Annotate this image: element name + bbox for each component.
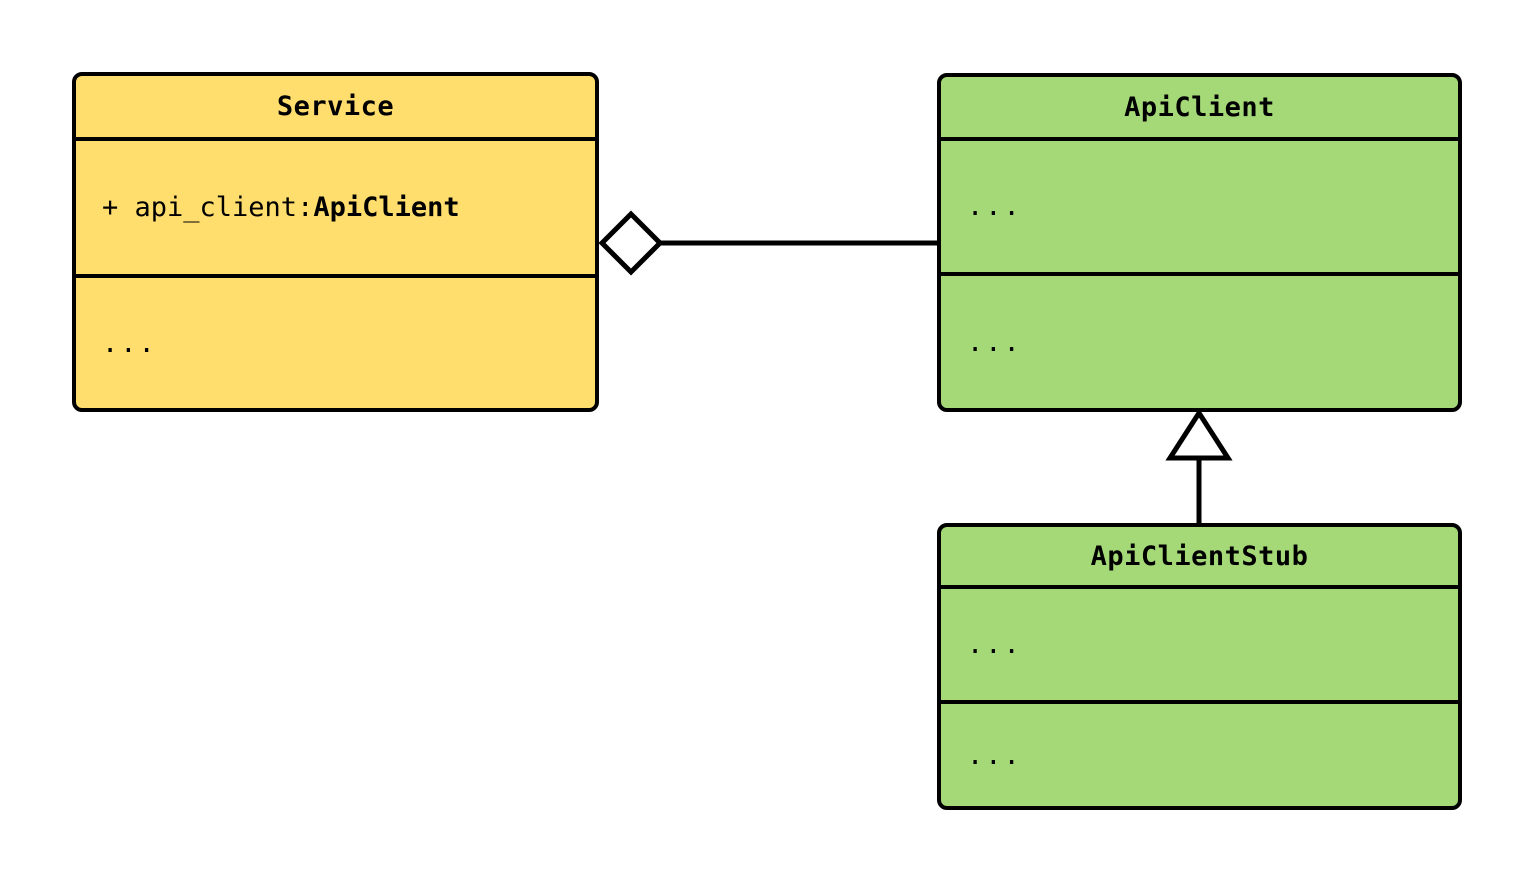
class-box-apiclient[interactable]: ApiClient ... ... bbox=[937, 73, 1462, 412]
generalization-connector bbox=[1165, 408, 1233, 525]
attributes-ellipsis: ... bbox=[967, 629, 1022, 660]
attribute-type: ApiClient bbox=[313, 192, 460, 223]
class-attributes-apiclient: ... bbox=[941, 141, 1458, 276]
operations-ellipsis: ... bbox=[102, 327, 157, 359]
attributes-ellipsis: ... bbox=[967, 191, 1022, 222]
class-operations-apiclient: ... bbox=[941, 276, 1458, 408]
operations-ellipsis: ... bbox=[967, 326, 1022, 358]
class-title-apiclientstub: ApiClientStub bbox=[941, 527, 1458, 589]
hollow-triangle-icon bbox=[1165, 408, 1233, 461]
hollow-diamond-icon bbox=[598, 210, 664, 276]
attribute-row: + api_client: bbox=[102, 192, 314, 223]
class-title-service: Service bbox=[76, 76, 595, 141]
class-operations-apiclientstub: ... bbox=[941, 704, 1458, 806]
class-attributes-service: + api_client: ApiClient bbox=[76, 141, 595, 278]
class-box-apiclientstub[interactable]: ApiClientStub ... ... bbox=[937, 523, 1462, 810]
class-box-service[interactable]: Service + api_client: ApiClient ... bbox=[72, 72, 599, 412]
operations-ellipsis: ... bbox=[967, 739, 1022, 771]
class-attributes-apiclientstub: ... bbox=[941, 589, 1458, 704]
aggregation-connector bbox=[598, 210, 939, 276]
class-operations-service: ... bbox=[76, 278, 595, 408]
class-title-apiclient: ApiClient bbox=[941, 77, 1458, 141]
